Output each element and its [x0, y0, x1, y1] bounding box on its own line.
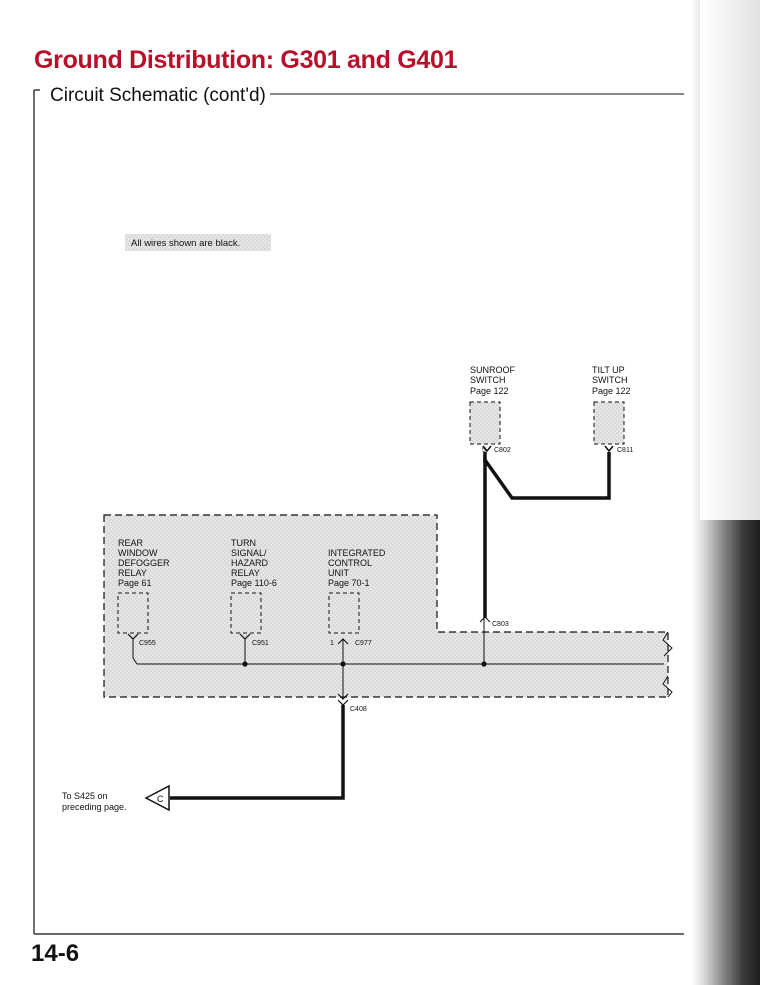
connector-c803-symbol [479, 616, 491, 623]
rear-window-defogger-relay: REAR WINDOW DEFOGGER RELAY Page 61 [117, 538, 170, 634]
binding-shadow-top [700, 0, 760, 520]
tilt-up-switch: TILT UP SWITCH Page 122 [592, 365, 631, 445]
connector-c811-label: C811 [617, 447, 633, 454]
svg-text:HAZARD: HAZARD [231, 558, 269, 568]
switch-ground-wire [483, 452, 611, 618]
break-mark [662, 631, 673, 657]
turn-signal-hazard-relay: TURN SIGNAL/ HAZARD RELAY Page 110-6 [230, 538, 277, 634]
svg-text:UNIT: UNIT [328, 568, 349, 578]
ground-wire-to-s425 [170, 705, 345, 800]
svg-text:All wires shown are black.: All wires shown are black. [131, 238, 240, 249]
svg-text:TILT UP: TILT UP [592, 365, 625, 375]
ground-distribution-region [103, 514, 669, 698]
splice-dot [242, 661, 248, 667]
svg-text:SIGNAL/: SIGNAL/ [231, 548, 267, 558]
page-subtitle: Circuit Schematic (cont'd) [50, 85, 266, 106]
svg-text:SWITCH: SWITCH [470, 375, 506, 385]
page-title: Ground Distribution: G301 and G401 [34, 46, 458, 74]
integrated-control-unit: INTEGRATED CONTROL UNIT Page 70-1 [328, 548, 386, 634]
svg-text:Page 110-6: Page 110-6 [231, 578, 277, 588]
splice-dot [481, 661, 487, 667]
connector-c802-symbol [482, 445, 492, 453]
svg-text:RELAY: RELAY [231, 568, 260, 578]
svg-text:TURN: TURN [231, 538, 256, 548]
svg-text:SWITCH: SWITCH [592, 375, 628, 385]
connector-c803-label: C803 [492, 621, 509, 628]
svg-text:Page 70-1: Page 70-1 [328, 578, 370, 588]
svg-text:Page 122: Page 122 [592, 386, 631, 396]
break-mark [662, 675, 673, 698]
offpage-connector-c: C [144, 784, 170, 812]
sunroof-switch: SUNROOF SWITCH Page 122 [469, 365, 516, 445]
page-number: 14-6 [31, 940, 80, 967]
connector-c811-symbol [604, 445, 614, 453]
connector-c951-label: C951 [252, 640, 269, 647]
offpage-text-line-2: preceding page. [62, 802, 127, 812]
svg-text:WINDOW: WINDOW [118, 548, 158, 558]
svg-text:Page 61: Page 61 [118, 578, 152, 588]
icu-pin-label: 1 [330, 640, 334, 647]
wire-color-note: All wires shown are black. [125, 234, 271, 251]
svg-text:INTEGRATED: INTEGRATED [328, 548, 386, 558]
connector-c408-label: C408 [350, 706, 367, 713]
svg-text:DEFOGGER: DEFOGGER [118, 558, 170, 568]
connector-c977-label: C977 [355, 640, 372, 647]
offpage-text-line-1: To S425 on [62, 791, 108, 801]
svg-text:Page 122: Page 122 [470, 386, 509, 396]
svg-text:RELAY: RELAY [118, 568, 147, 578]
svg-text:CONTROL: CONTROL [328, 558, 372, 568]
svg-text:REAR: REAR [118, 538, 144, 548]
offpage-symbol-letter: C [157, 794, 164, 804]
connector-c408-symbol [337, 693, 349, 700]
connector-c955-label: C955 [139, 640, 156, 647]
svg-text:SUNROOF: SUNROOF [470, 365, 516, 375]
connector-c802-label: C802 [494, 447, 511, 454]
sunroof-pin-label: 5 [482, 447, 486, 454]
